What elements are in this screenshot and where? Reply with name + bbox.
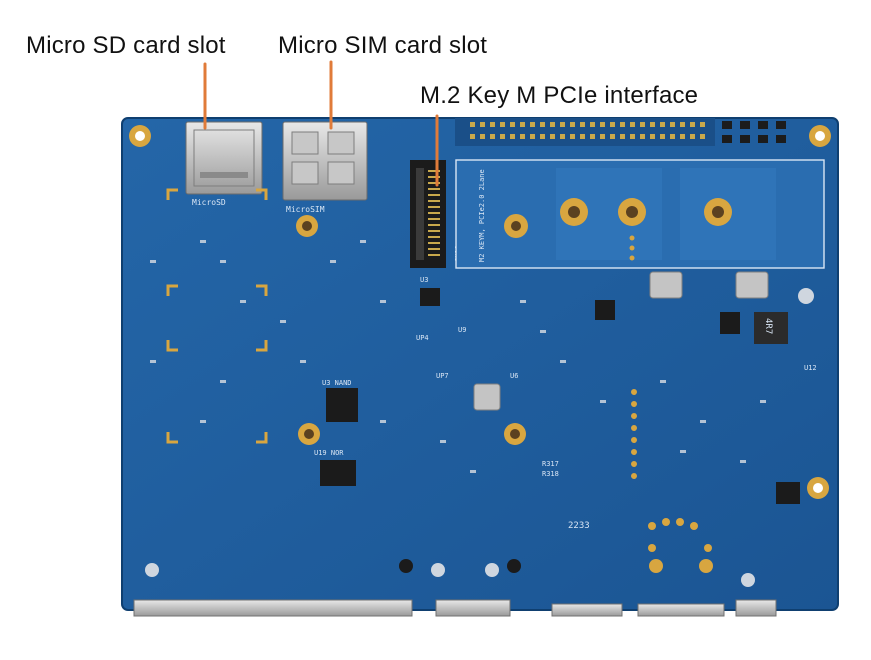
u3-silkscreen: U3 bbox=[420, 276, 428, 284]
m2-callout: M.2 Key M PCIe interface bbox=[420, 82, 699, 109]
inductor-silkscreen: 4R7 bbox=[763, 318, 773, 334]
ic-chips: U3 NAND U19 NOR bbox=[314, 288, 800, 504]
test-pads bbox=[629, 235, 713, 573]
micro-sd-silkscreen: MicroSD bbox=[192, 198, 226, 207]
m2-label-silkscreen: M2 KEYM, PCIe2.0 2Lane bbox=[478, 169, 486, 262]
micro-sd-slot: MicroSD bbox=[185, 121, 263, 207]
misc-silkscreen: 2233 U12 R317 R318 U9 U3 U6 UP4 UP7 bbox=[416, 276, 817, 531]
power-components: 4R7 bbox=[473, 271, 788, 411]
micro-sim-callout: Micro SIM card slot bbox=[278, 32, 488, 59]
micro-sd-callout: Micro SD card slot bbox=[26, 32, 226, 59]
up4-silkscreen: UP4 bbox=[416, 334, 429, 342]
u12-silkscreen: U12 bbox=[804, 364, 817, 372]
u9-silkscreen: U9 bbox=[458, 326, 466, 334]
micro-sim-silkscreen: MicroSIM bbox=[286, 205, 325, 214]
m2-connector: CN10 bbox=[410, 160, 462, 268]
nor-silkscreen: U19 NOR bbox=[314, 449, 344, 457]
u6-silkscreen: U6 bbox=[510, 372, 518, 380]
smd-components bbox=[150, 240, 766, 473]
nand-silkscreen: U3 NAND bbox=[322, 379, 352, 387]
up7-silkscreen: UP7 bbox=[436, 372, 449, 380]
gpio-header bbox=[455, 118, 786, 146]
code-silkscreen: 2233 bbox=[568, 521, 590, 531]
soc-outline bbox=[166, 188, 268, 444]
bottom-connectors bbox=[133, 559, 777, 617]
micro-sim-slot: MicroSIM bbox=[282, 121, 368, 214]
r318-silkscreen: R318 bbox=[542, 470, 559, 478]
m2-standoff-pads bbox=[504, 198, 732, 238]
callout-leader-lines bbox=[203, 60, 439, 187]
r317-silkscreen: R317 bbox=[542, 460, 559, 468]
